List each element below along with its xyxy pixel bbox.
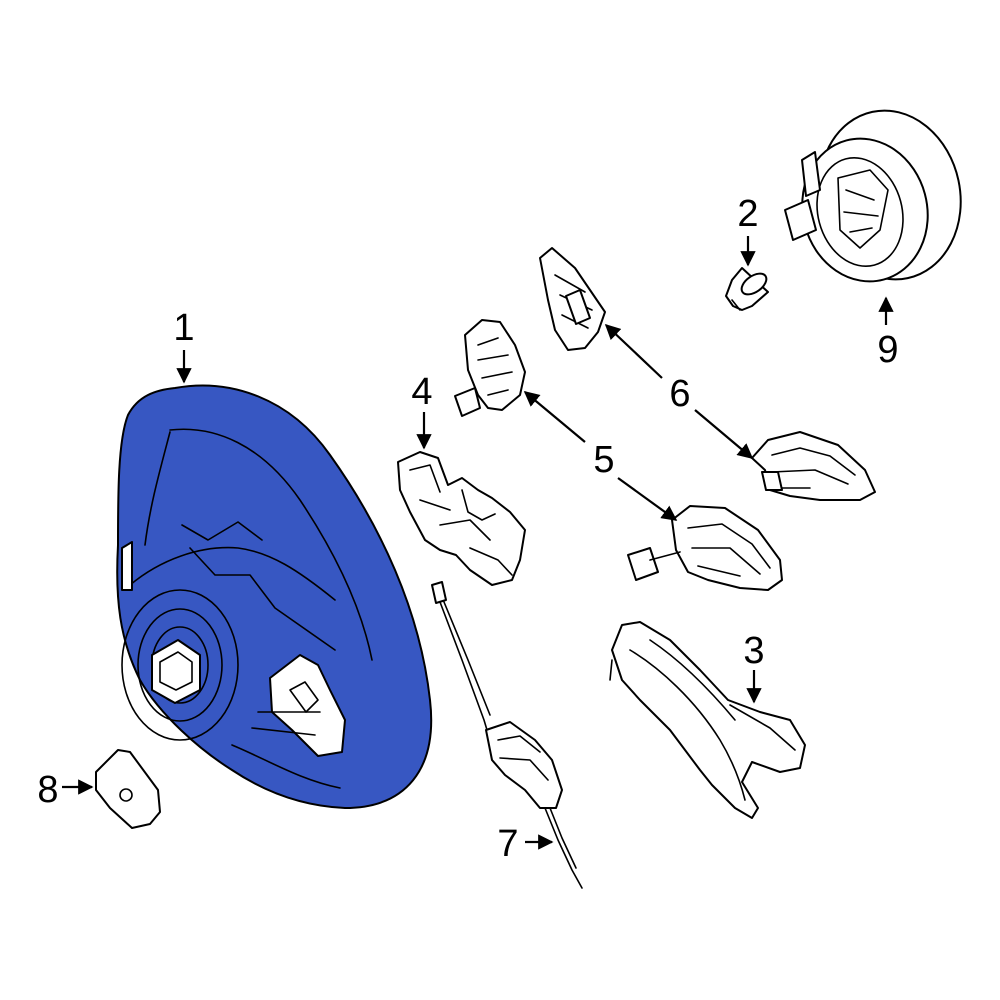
- callout-4: 4: [411, 371, 432, 413]
- leader-6-up: [604, 323, 663, 379]
- steering-wheel-shape: [116, 384, 433, 810]
- callout-7: 7: [497, 823, 518, 865]
- part-9-airbag-module[interactable]: [784, 97, 976, 295]
- callout-1: 1: [173, 307, 194, 349]
- part-6-lower-switch[interactable]: [751, 431, 876, 501]
- part-8-clip[interactable]: [95, 749, 161, 829]
- part-2-cap[interactable]: [725, 267, 770, 311]
- callout-5: 5: [593, 439, 614, 481]
- part-5-lower-switch[interactable]: [627, 505, 783, 591]
- leader-5-down: [617, 477, 678, 521]
- callout-2: 2: [737, 193, 758, 235]
- callout-3: 3: [743, 630, 764, 672]
- callout-6: 6: [669, 373, 690, 415]
- part-4-bracket[interactable]: [397, 451, 526, 586]
- part-3-shroud[interactable]: [609, 621, 806, 819]
- callout-9: 9: [877, 329, 898, 371]
- leader-5-up: [523, 391, 586, 443]
- callout-8: 8: [37, 769, 58, 811]
- part-1-steering-wheel[interactable]: [116, 384, 433, 810]
- leader-6-down: [694, 409, 754, 459]
- part-6-upper-switch[interactable]: [539, 247, 606, 351]
- part-5-upper-bracket[interactable]: [454, 319, 526, 417]
- part-7-wiring-harness[interactable]: [431, 581, 583, 889]
